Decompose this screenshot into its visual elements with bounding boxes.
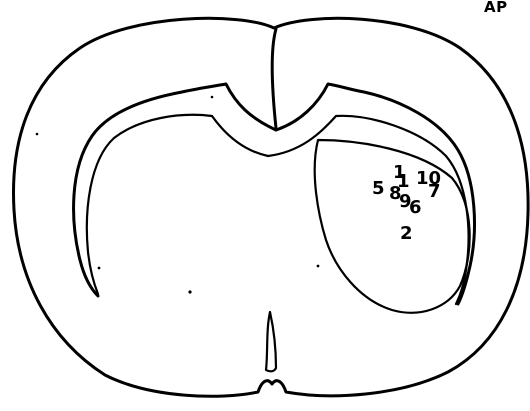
- site-label: 2: [400, 223, 413, 244]
- corner-label: AP: [484, 0, 508, 16]
- left-inner-arc: [87, 115, 268, 294]
- scan-speck: [211, 96, 214, 99]
- scan-speck: [36, 133, 39, 136]
- scan-speck: [98, 267, 101, 270]
- site-label: 5: [372, 178, 385, 199]
- scan-speck: [188, 290, 191, 293]
- site-label: 7: [428, 181, 441, 202]
- third-ventricle: [266, 312, 276, 371]
- longitudinal-fissure: [272, 29, 276, 128]
- scan-speck: [317, 265, 320, 268]
- site-label: 6: [409, 197, 422, 218]
